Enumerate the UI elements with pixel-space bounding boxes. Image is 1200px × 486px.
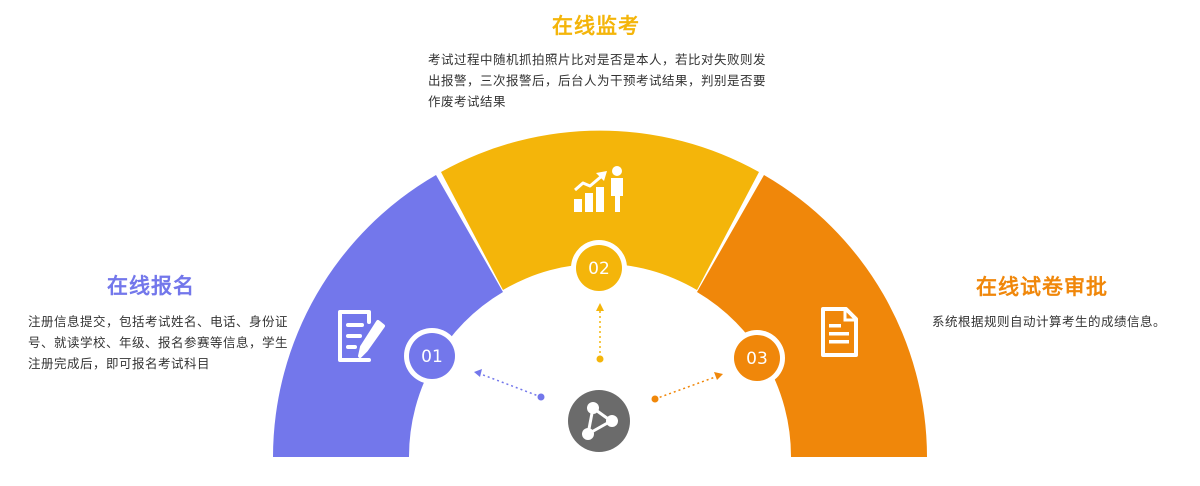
step-02-title: 在线监考 <box>552 14 640 38</box>
badge-number: 02 <box>588 259 610 279</box>
connector-03 <box>651 372 723 403</box>
step-03-description: 系统根据规则自动计算考生的成绩信息。 <box>932 314 1167 329</box>
growth-chart-person-icon <box>574 166 623 212</box>
segment-03 <box>697 175 927 457</box>
step-03-title: 在线试卷审批 <box>976 275 1108 299</box>
step-02-description: 考试过程中随机抓拍照片比对是否是本人，若比对失败则发出报警，三次报警后，后台人为… <box>428 52 767 109</box>
badge-number: 03 <box>746 349 768 369</box>
badge-02: 02 <box>571 240 627 296</box>
segment-01 <box>273 175 503 457</box>
badge-03: 03 <box>729 330 785 386</box>
badge-number: 01 <box>421 347 443 367</box>
step-01-title: 在线报名 <box>107 274 195 298</box>
edit-document-icon <box>338 310 385 362</box>
share-icon <box>568 390 630 452</box>
badge-01: 01 <box>404 328 460 384</box>
connector-02 <box>596 303 604 363</box>
step-01-description: 注册信息提交，包括考试姓名、电话、身份证号、就读学校、年级、报名参赛等信息，学生… <box>28 314 289 371</box>
connector-01 <box>474 369 545 401</box>
document-icon <box>821 307 858 357</box>
